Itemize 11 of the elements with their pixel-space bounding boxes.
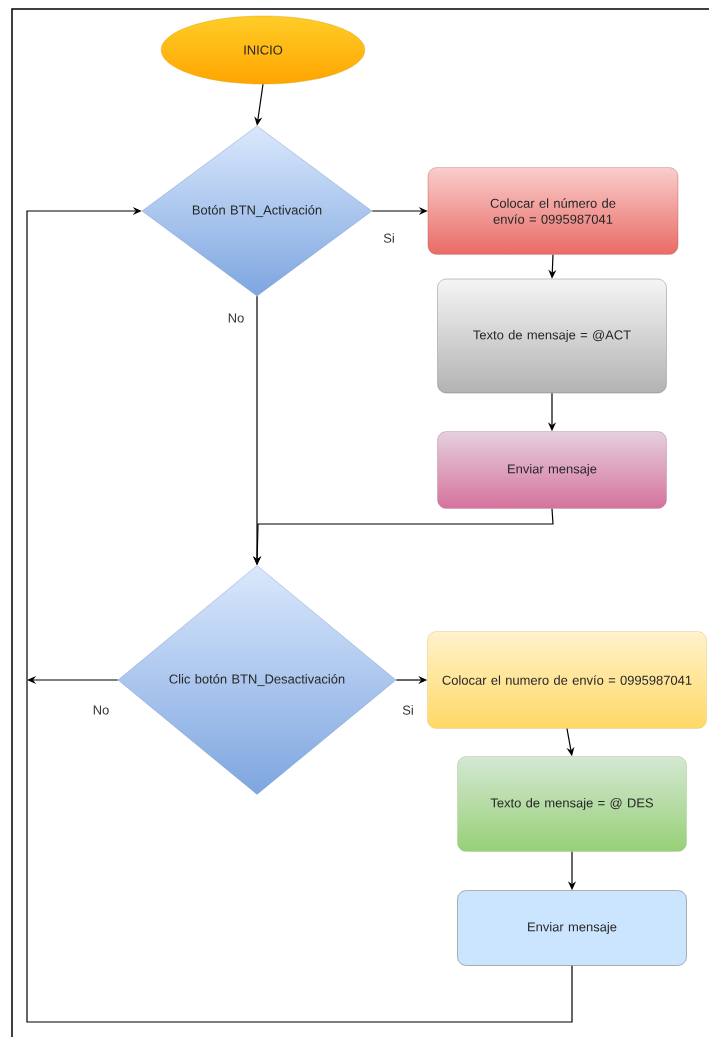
process-box: Colocar el número de envío = 0995987041 xyxy=(427,167,679,255)
edge-label: Si xyxy=(382,232,396,244)
process-box: Colocar el numero de envío = 0995987041 xyxy=(427,631,707,729)
process-box: Texto de mensaje = @ACT xyxy=(437,278,667,394)
edge-label: No xyxy=(226,312,246,324)
process-box: Enviar mensaje xyxy=(437,431,667,509)
edge-label: No xyxy=(91,704,111,716)
process-box: Enviar mensaje xyxy=(457,890,687,966)
arrow xyxy=(26,206,573,1023)
process-box: Texto de mensaje = @ DES xyxy=(457,756,687,852)
edge-label: Si xyxy=(401,704,415,716)
